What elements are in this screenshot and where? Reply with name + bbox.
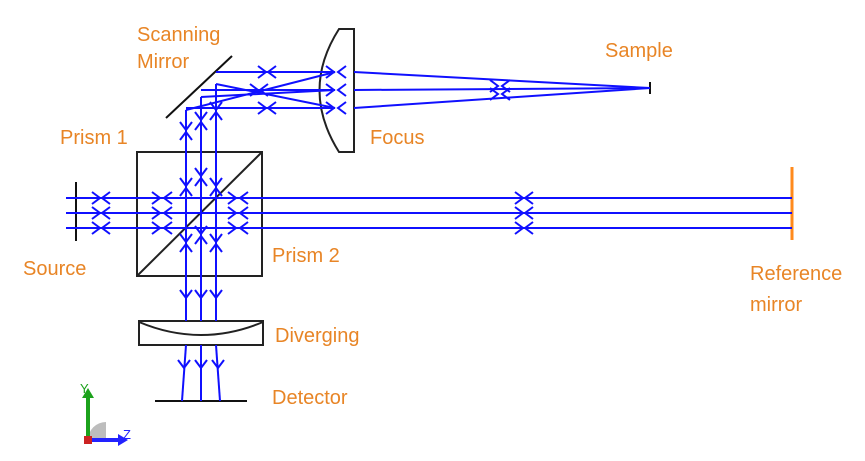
- ray-bundle: [66, 71, 792, 402]
- reference-mirror-label-line1: Reference: [750, 263, 843, 285]
- focus-label: Focus: [370, 127, 425, 149]
- sample-label: Sample: [605, 40, 673, 62]
- source-label: Source: [23, 258, 87, 280]
- prism1-label: Prism 1: [60, 127, 128, 149]
- scanning-mirror: [165, 55, 233, 119]
- diverging-lens: [138, 320, 264, 346]
- prism2-label: Prism 2: [272, 245, 340, 267]
- reference-mirror-label-line2: mirror: [750, 294, 803, 316]
- diverging-label: Diverging: [275, 325, 360, 347]
- axis-z-label: Z: [123, 427, 131, 442]
- scanning-mirror-label-line2: Mirror: [137, 51, 190, 73]
- ray-arrows: [91, 65, 534, 370]
- scanning-mirror-label-line1: Scanning: [137, 24, 221, 46]
- axis-triad: [82, 388, 128, 446]
- axis-y-label: Y: [80, 381, 89, 396]
- detector-label: Detector: [272, 387, 348, 409]
